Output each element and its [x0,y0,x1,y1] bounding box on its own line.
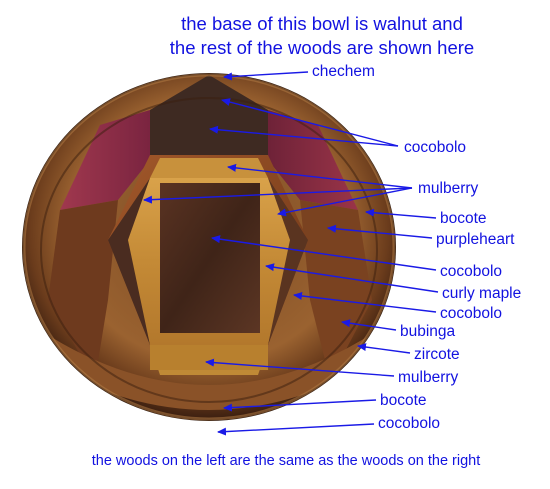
arrow-cocobolo-top-b [209,125,399,147]
segment-chechem [150,75,268,160]
inner-rim-line [40,97,378,403]
label-bubinga: bubinga [400,323,456,340]
arrow-bocote-upper [365,208,437,219]
label-cocobolo-mid: cocobolo [440,263,502,280]
segment-purpleheart-right [268,110,358,210]
label-chechem: chechem [312,63,375,80]
label-mulberry-upper: mulberry [418,180,479,197]
arrow-mulberry-a [227,163,413,189]
label-cocobolo-lower: cocobolo [440,305,502,322]
segment-mulberry-lower-band [150,345,268,370]
footer-note: the woods on the left are the same as th… [92,453,481,469]
arrows [143,71,439,436]
arrow-chechem [223,71,309,81]
title-line-1: the base of this bowl is walnut and [181,13,463,34]
label-cocobolo-top: cocobolo [404,139,466,156]
segment-mulberry-top [150,158,268,178]
arrow-purpleheart [327,224,433,239]
label-cocobolo-bottom: cocobolo [378,415,440,432]
arrow-mulberry-lower [205,358,395,377]
arrow-bubinga [341,319,397,331]
segment-bocote-bottom [40,330,378,410]
arrow-curly-maple [265,263,439,293]
walnut-base [160,183,260,333]
arrow-mulberry-c [277,187,413,217]
arrow-mulberry-b [143,187,413,204]
label-purpleheart: purpleheart [436,231,515,248]
rim-highlight [22,73,396,421]
segment-cocobolo-right [300,200,372,380]
label-curly-maple: curly maple [442,285,521,302]
arrow-bocote-lower [223,399,377,412]
arrow-cocobolo-mid [211,235,437,271]
label-bocote-lower: bocote [380,392,427,409]
label-zircote: zircote [414,346,460,363]
segment-purpleheart-left [60,110,150,210]
arrow-cocobolo-bottom [217,423,375,436]
arrow-cocobolo-lower [293,291,437,313]
title-line-2: the rest of the woods are shown here [170,37,474,58]
bowl-image [22,73,396,421]
label-mulberry-lower: mulberry [398,369,459,386]
arrow-zircote [357,343,411,354]
segment-cocobolo-left [48,200,118,380]
arrow-cocobolo-top-a [221,98,399,147]
label-bocote-upper: bocote [440,210,487,227]
